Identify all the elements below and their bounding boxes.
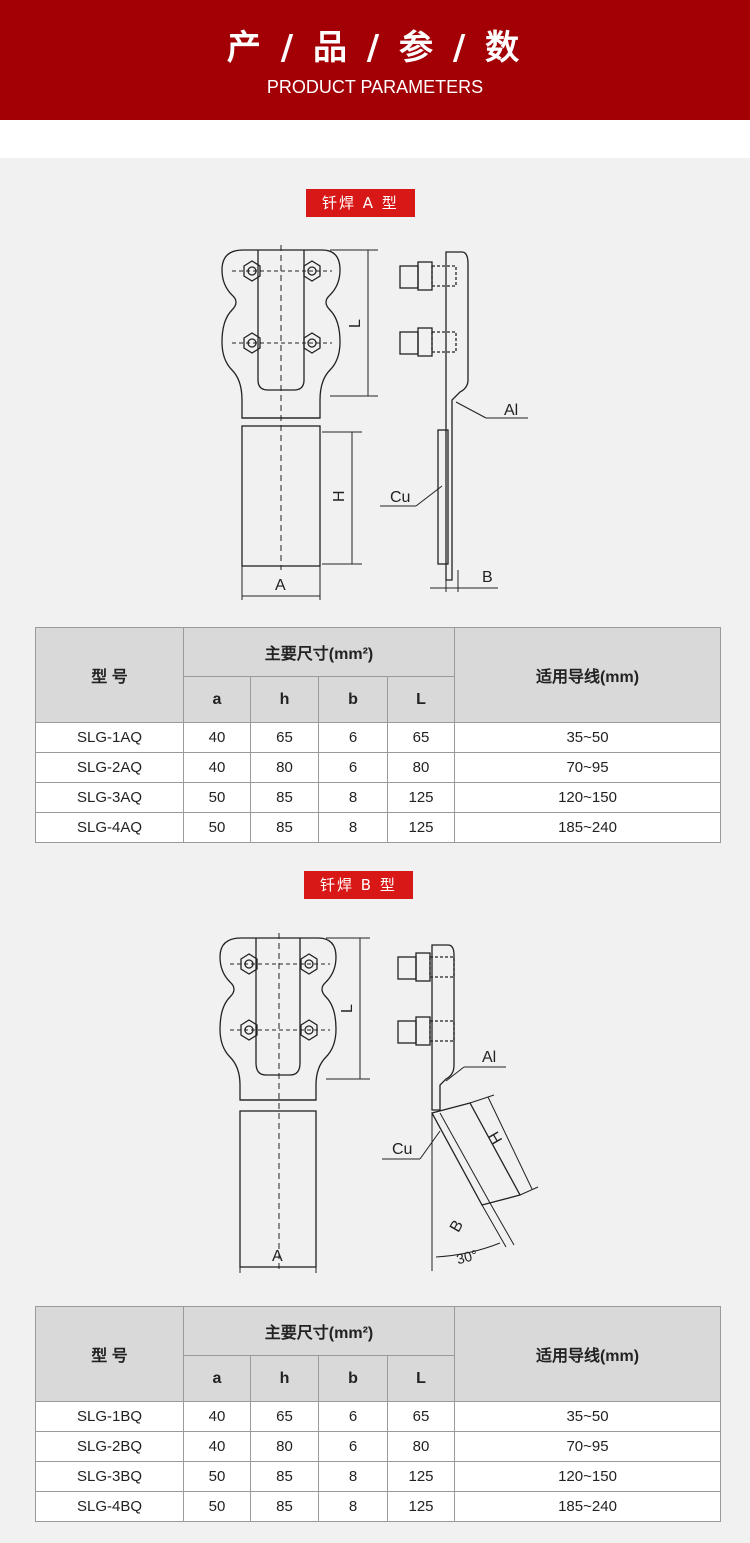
subheader-b: b bbox=[318, 1355, 388, 1402]
subheader-L: L bbox=[386, 676, 456, 723]
dims-header: 主要尺寸(mm²) bbox=[182, 627, 456, 677]
cell-conductor: 70~95 bbox=[454, 1431, 722, 1462]
type-a-label-Al: Al bbox=[504, 402, 518, 419]
cell-b: 8 bbox=[318, 1461, 388, 1492]
cell-conductor: 120~150 bbox=[454, 1461, 722, 1492]
cell-h: 65 bbox=[250, 722, 319, 753]
type-b-label-A: A bbox=[272, 1248, 283, 1265]
cell-L: 125 bbox=[386, 812, 456, 843]
cell-a: 40 bbox=[183, 1401, 251, 1432]
type-b-label-H: H bbox=[484, 1129, 505, 1148]
subheader-h: h bbox=[250, 676, 319, 723]
conductor-header: 适用导线(mm) bbox=[454, 1306, 722, 1402]
cell-L: 80 bbox=[386, 752, 456, 783]
cell-model: SLG-3AQ bbox=[35, 782, 184, 813]
page-title: 产 / 品 / 参 / 数 bbox=[226, 28, 524, 68]
table-row: SLG-2BQ 40 80 6 80 70~95 bbox=[35, 1431, 722, 1462]
cell-L: 125 bbox=[386, 782, 456, 813]
type-a-drawing: L H A B Al Cu bbox=[221, 245, 528, 600]
conductor-header: 适用导线(mm) bbox=[454, 627, 722, 723]
subheader-h: h bbox=[250, 1355, 319, 1402]
cell-model: SLG-4BQ bbox=[35, 1491, 184, 1522]
cell-b: 6 bbox=[318, 752, 388, 783]
cell-model: SLG-1AQ bbox=[35, 722, 184, 753]
table-row: SLG-3AQ 50 85 8 125 120~150 bbox=[35, 782, 722, 813]
cell-h: 80 bbox=[250, 1431, 319, 1462]
cell-a: 50 bbox=[183, 1461, 251, 1492]
table-row: SLG-3BQ 50 85 8 125 120~150 bbox=[35, 1461, 722, 1492]
type-b-label-Cu: Cu bbox=[392, 1141, 412, 1158]
model-header: 型 号 bbox=[35, 1306, 184, 1402]
cell-conductor: 35~50 bbox=[454, 722, 722, 753]
cell-conductor: 185~240 bbox=[454, 812, 722, 843]
type-a-label-H: H bbox=[331, 490, 348, 502]
cell-b: 8 bbox=[318, 812, 388, 843]
subheader-b: b bbox=[318, 676, 388, 723]
type-a-spec-table: 型 号 主要尺寸(mm²) 适用导线(mm) a h b L SLG-1AQ 4… bbox=[35, 627, 722, 843]
table-row: SLG-1AQ 40 65 6 65 35~50 bbox=[35, 722, 722, 753]
dims-header: 主要尺寸(mm²) bbox=[182, 1306, 456, 1356]
table-row: SLG-2AQ 40 80 6 80 70~95 bbox=[35, 752, 722, 783]
cell-a: 40 bbox=[183, 722, 251, 753]
header-banner: 产 / 品 / 参 / 数 PRODUCT PARAMETERS bbox=[0, 0, 750, 120]
subheader-a: a bbox=[183, 676, 251, 723]
cell-h: 80 bbox=[250, 752, 319, 783]
subheader-a: a bbox=[183, 1355, 251, 1402]
cell-model: SLG-2AQ bbox=[35, 752, 184, 783]
type-b-lug-outline bbox=[219, 937, 337, 1101]
table-row: SLG-4BQ 50 85 8 125 185~240 bbox=[35, 1491, 722, 1522]
cell-conductor: 35~50 bbox=[454, 1401, 722, 1432]
cell-model: SLG-1BQ bbox=[35, 1401, 184, 1432]
cell-L: 65 bbox=[386, 1401, 456, 1432]
cell-h: 85 bbox=[250, 1461, 319, 1492]
page-subtitle: PRODUCT PARAMETERS bbox=[266, 77, 484, 97]
cell-conductor: 120~150 bbox=[454, 782, 722, 813]
cell-a: 50 bbox=[183, 1491, 251, 1522]
cell-b: 6 bbox=[318, 1431, 388, 1462]
cell-a: 50 bbox=[183, 782, 251, 813]
type-b-spec-table: 型 号 主要尺寸(mm²) 适用导线(mm) a h b L SLG-1BQ 4… bbox=[35, 1306, 722, 1522]
type-a-label-L: L bbox=[347, 319, 364, 328]
cell-b: 6 bbox=[318, 1401, 388, 1432]
table-row: SLG-1BQ 40 65 6 65 35~50 bbox=[35, 1401, 722, 1432]
cell-model: SLG-4AQ bbox=[35, 812, 184, 843]
cell-L: 125 bbox=[386, 1491, 456, 1522]
table-row: SLG-4AQ 50 85 8 125 185~240 bbox=[35, 812, 722, 843]
type-b-tag: 钎焊 B 型 bbox=[304, 871, 413, 899]
cell-model: SLG-2BQ bbox=[35, 1431, 184, 1462]
cell-b: 8 bbox=[318, 782, 388, 813]
cell-h: 85 bbox=[250, 782, 319, 813]
subheader-L: L bbox=[386, 1355, 456, 1402]
cell-b: 8 bbox=[318, 1491, 388, 1522]
type-a-tag: 钎焊 A 型 bbox=[306, 189, 415, 217]
cell-L: 80 bbox=[386, 1431, 456, 1462]
type-b-label-angle: 30° bbox=[455, 1246, 480, 1267]
type-b-label-B: B bbox=[447, 1217, 467, 1235]
type-a-label-B: B bbox=[482, 569, 493, 586]
header-spacer bbox=[0, 120, 750, 158]
cell-h: 65 bbox=[250, 1401, 319, 1432]
type-b-label-L: L bbox=[339, 1004, 356, 1013]
type-a-label-Cu: Cu bbox=[390, 489, 410, 506]
cell-L: 65 bbox=[386, 722, 456, 753]
cell-L: 125 bbox=[386, 1461, 456, 1492]
cell-h: 85 bbox=[250, 812, 319, 843]
cell-a: 40 bbox=[183, 752, 251, 783]
cell-b: 6 bbox=[318, 722, 388, 753]
type-a-label-A: A bbox=[275, 577, 286, 594]
cell-h: 85 bbox=[250, 1491, 319, 1522]
model-header: 型 号 bbox=[35, 627, 184, 723]
type-b-label-Al: Al bbox=[482, 1049, 496, 1066]
cell-model: SLG-3BQ bbox=[35, 1461, 184, 1492]
cell-a: 40 bbox=[183, 1431, 251, 1462]
cell-conductor: 185~240 bbox=[454, 1491, 722, 1522]
cell-conductor: 70~95 bbox=[454, 752, 722, 783]
cell-a: 50 bbox=[183, 812, 251, 843]
type-b-drawing: L A H B Al Cu 30° bbox=[219, 933, 539, 1273]
